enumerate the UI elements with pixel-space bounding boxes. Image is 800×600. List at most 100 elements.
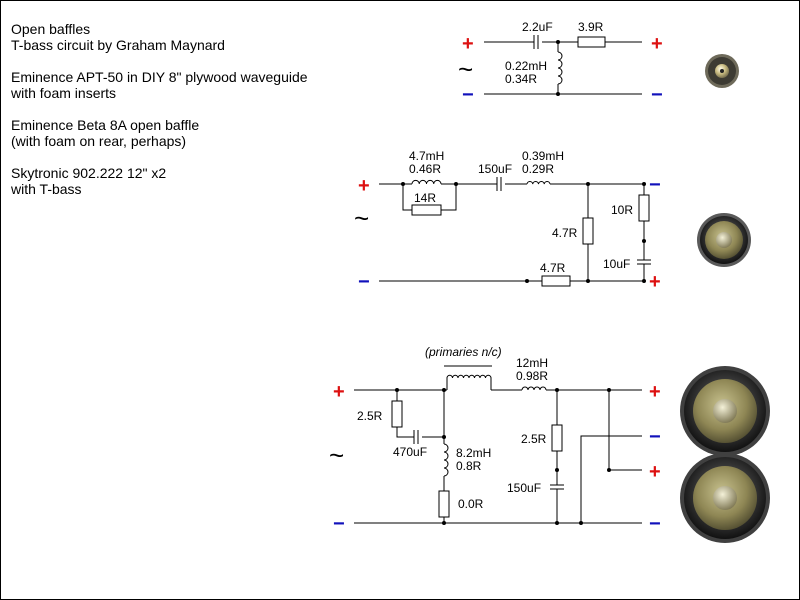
mid-shunt-resistor-label: 4.7R [552,226,578,240]
note-line: Open baffles [11,21,91,37]
minus-sign: − [462,84,474,106]
junction-dot [555,468,559,472]
minus-sign: − [333,513,345,535]
junction-dot [642,182,646,186]
inductor-symbol [557,51,563,85]
inductor-symbol [526,180,551,185]
minus-sign: − [649,174,661,196]
resistor-symbol [411,204,442,216]
ac-source-symbol: ~ [329,440,344,470]
tweeter-driver-image [705,54,739,88]
resistor-symbol [438,490,450,518]
plus-sign: + [649,461,661,483]
woofer-driver-image [680,453,770,543]
note-line: Skytronic 902.222 12" x2 [11,165,167,181]
note-line: Eminence APT-50 in DIY 8" plywood wavegu… [11,69,308,85]
woofer-driver-image [680,366,770,456]
mid-cap-label: 150uF [478,162,512,176]
mid-series-resistor-label: 4.7R [540,261,566,275]
bass-resistor2-label: 2.5R [521,432,547,446]
junction-dot [395,388,399,392]
bass-resistor0-label: 0.0R [458,497,484,511]
transformer-winding [446,374,492,379]
midrange-crossover: 4.7mH 0.46R 14R 150uF 0.39mH 0.29R 4.7R … [354,149,661,293]
plus-sign: + [358,175,370,197]
plus-sign: + [649,271,661,293]
plus-sign: + [651,33,663,55]
mid-inductor1-dcr-label: 0.46R [409,162,441,176]
note-line: with T-bass [11,181,82,197]
plus-sign: + [333,381,345,403]
junction-dot [442,521,446,525]
bass-inductor1-dcr-label: 0.98R [516,369,548,383]
resistor-symbol [638,194,650,222]
ac-source-symbol: ~ [354,203,369,233]
junction-dot [556,40,560,44]
junction-dot [607,468,611,472]
mid-zobel-resistor-label: 10R [611,203,633,217]
junction-dot [642,239,646,243]
junction-dot [525,279,529,283]
minus-sign: − [651,84,663,106]
junction-dot [555,521,559,525]
junction-dot [607,388,611,392]
bass-resistor1-label: 2.5R [357,409,383,423]
minus-sign: − [358,271,370,293]
mid-zobel-cap-label: 10uF [603,257,630,271]
capacitor-symbol [496,177,502,191]
junction-dot [442,388,446,392]
inductor-symbol [411,179,442,185]
capacitor-symbol [637,259,651,265]
tweeter-resistor-label: 3.9R [578,20,604,34]
junction-dot [586,182,590,186]
junction-dot [556,92,560,96]
junction-dot [555,388,559,392]
capacitor-symbol [533,35,539,49]
resistor-symbol [551,424,563,452]
junction-dot [586,279,590,283]
tweeter-cap-label: 2.2uF [522,20,553,34]
resistor-symbol [391,400,403,428]
note-title: Open baffles T-bass circuit by Graham Ma… [11,21,308,53]
note-line: Eminence Beta 8A open baffle [11,117,200,133]
bass-inductor2-dcr-label: 0.8R [456,459,482,473]
junction-dot [401,182,405,186]
midrange-driver-image [697,213,751,267]
plus-sign: + [649,381,661,403]
bass-crossover: (primaries n/c) 12mH 0.98R 2.5R 470uF 8.… [329,345,661,535]
bass-cap1-label: 470uF [393,445,427,459]
transformer-note: (primaries n/c) [425,345,502,359]
junction-dot [454,182,458,186]
junction-dot [442,435,446,439]
note-line: (with foam on rear, perhaps) [11,133,187,149]
mid-inductor2-dcr-label: 0.29R [522,162,554,176]
capacitor-symbol [413,430,419,444]
notes-block: Open baffles T-bass circuit by Graham Ma… [11,21,308,213]
mid-inductor2-label: 0.39mH [522,149,564,163]
junction-dot [642,279,646,283]
resistor-symbol [541,275,571,287]
minus-sign: − [649,513,661,535]
capacitor-symbol [550,484,564,490]
note-line: with foam inserts [11,85,117,101]
inductor-symbol [443,443,449,477]
note-bass: Skytronic 902.222 12" x2 with T-bass [11,165,308,197]
ac-source-symbol: ~ [458,54,473,84]
junction-dot [579,521,583,525]
resistor-symbol [582,217,594,245]
bass-inductor1-label: 12mH [516,356,548,370]
resistor-symbol [577,36,606,48]
mid-inductor1-label: 4.7mH [409,149,444,163]
plus-sign: + [462,33,474,55]
mid-parallel-resistor-label: 14R [414,191,436,205]
note-midrange: Eminence Beta 8A open baffle (with foam … [11,117,308,149]
bass-inductor2-label: 8.2mH [456,446,491,460]
tweeter-crossover: 2.2uF 3.9R 0.22mH 0.34R + − ~ + − [458,20,663,106]
note-tweeter: Eminence APT-50 in DIY 8" plywood wavegu… [11,69,308,101]
inductor-symbol [521,386,547,391]
tweeter-inductor-label: 0.22mH [505,59,547,73]
tweeter-inductor-dcr-label: 0.34R [505,72,537,86]
minus-sign: − [649,426,661,448]
